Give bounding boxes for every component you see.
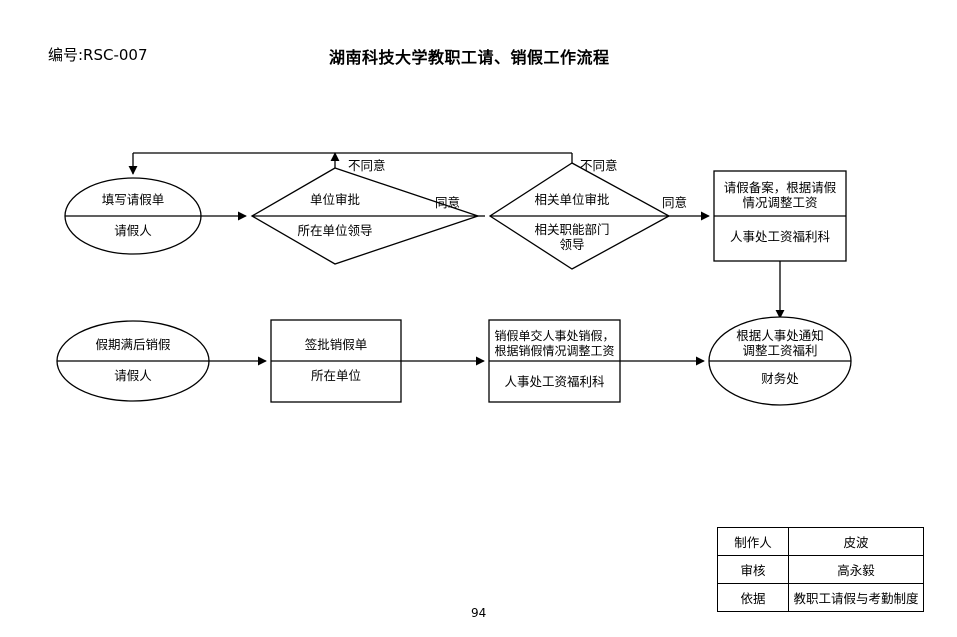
node-cancel-leave-top-text: 假期满后销假 <box>95 337 171 352</box>
meta-label-creator: 制作人 <box>717 527 789 556</box>
edge-label-disagree-2: 不同意 <box>580 158 618 173</box>
meta-table: 制作人 皮波 审核 高永毅 依据 教职工请假与考勤制度 <box>717 527 924 612</box>
node-adjust-salary-bottom-text: 财务处 <box>761 371 799 386</box>
meta-value-creator: 皮波 <box>788 527 924 556</box>
page-title: 湖南科技大学教职工请、销假工作流程 <box>329 48 610 67</box>
node-related-unit-approval-top-text: 相关单位审批 <box>534 192 610 207</box>
node-sign-cancel-form-bottom-text: 所在单位 <box>310 368 361 383</box>
edge-label-agree-1: 同意 <box>435 195 461 210</box>
node-fill-leave-form-bottom-text: 请假人 <box>114 223 152 238</box>
meta-value-basis: 教职工请假与考勤制度 <box>788 583 924 612</box>
node-submit-cancel-form-bottom-text: 人事处工资福利科 <box>504 374 605 389</box>
document-code: 编号:RSC-007 <box>48 46 148 64</box>
node-unit-approval-top-text: 单位审批 <box>309 192 360 207</box>
table-row: 制作人 皮波 <box>717 527 924 556</box>
meta-value-reviewer: 高永毅 <box>788 555 924 584</box>
node-leave-record-bottom-text: 人事处工资福利科 <box>729 229 830 244</box>
node-unit-approval-bottom-text: 所在单位领导 <box>297 223 373 238</box>
node-fill-leave-form-top-text: 填写请假单 <box>101 192 165 207</box>
edge-label-disagree-1: 不同意 <box>348 158 386 173</box>
node-related-unit-approval-bottom-text: 相关职能部门 领导 <box>534 222 610 252</box>
table-row: 审核 高永毅 <box>717 555 924 584</box>
table-row: 依据 教职工请假与考勤制度 <box>717 583 924 612</box>
node-submit-cancel-form-top-text: 销假单交人事处销假， 根据销假情况调整工资 <box>494 329 615 358</box>
page-number: 94 <box>471 606 487 620</box>
node-leave-record-top-text: 请假备案，根据请假 情况调整工资 <box>723 180 837 210</box>
meta-label-basis: 依据 <box>717 583 789 612</box>
meta-label-reviewer: 审核 <box>717 555 789 584</box>
node-sign-cancel-form-top-text: 签批销假单 <box>304 337 368 352</box>
edge-label-agree-2: 同意 <box>662 195 688 210</box>
node-adjust-salary-top-text: 根据人事处通知 调整工资福利 <box>736 328 824 358</box>
node-cancel-leave-bottom-text: 请假人 <box>114 368 152 383</box>
